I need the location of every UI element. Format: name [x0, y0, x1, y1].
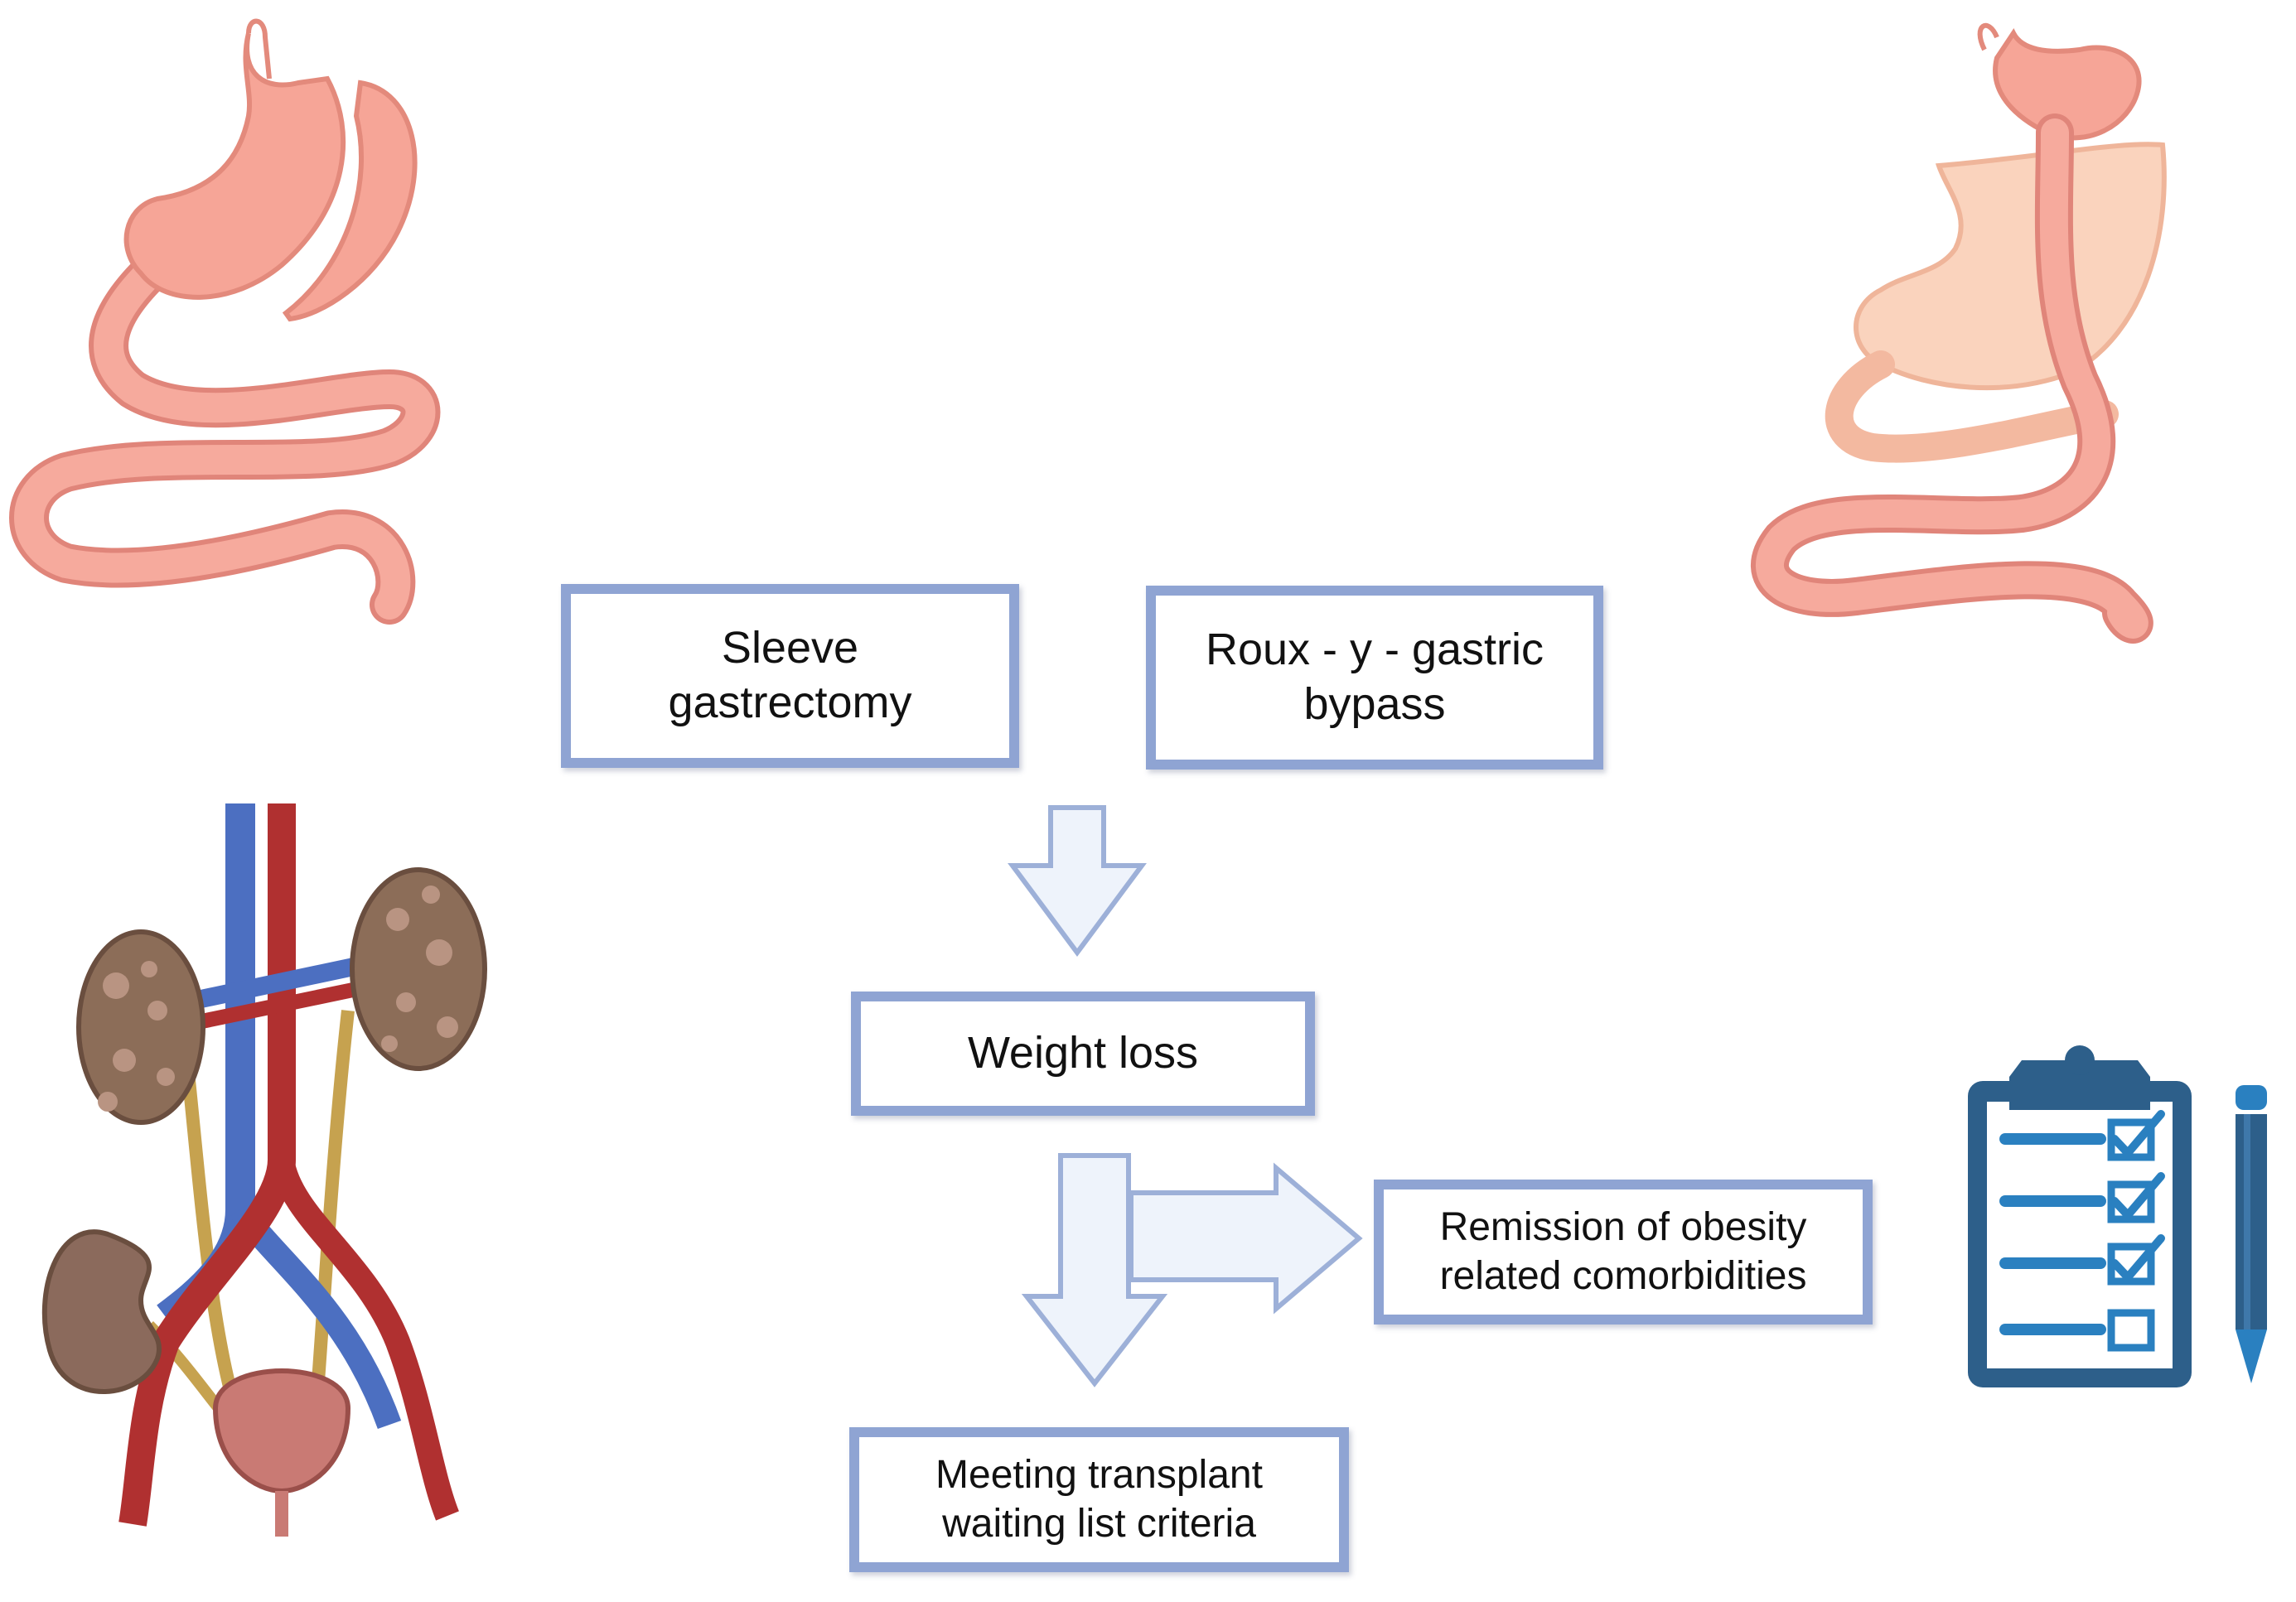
- gastric-bypass-box: Roux - y - gastric bypass: [1146, 586, 1603, 770]
- remission-label: Remission of obesity related comorbiditi…: [1439, 1204, 1807, 1298]
- weight-loss-label: Weight loss: [967, 1028, 1199, 1078]
- remission-box: Remission of obesity related comorbiditi…: [1374, 1180, 1873, 1325]
- sleeve-gastrectomy-box: Sleeve gastrectomy: [561, 584, 1019, 768]
- transplant-criteria-label: Meeting transplant waiting list criteria: [935, 1452, 1263, 1546]
- transplant-criteria-box: Meeting transplant waiting list criteria: [849, 1427, 1349, 1572]
- gastric-bypass-label: Roux - y - gastric bypass: [1205, 625, 1544, 729]
- weight-loss-box: Weight loss: [851, 992, 1315, 1116]
- sleeve-gastrectomy-label: Sleeve gastrectomy: [668, 623, 912, 727]
